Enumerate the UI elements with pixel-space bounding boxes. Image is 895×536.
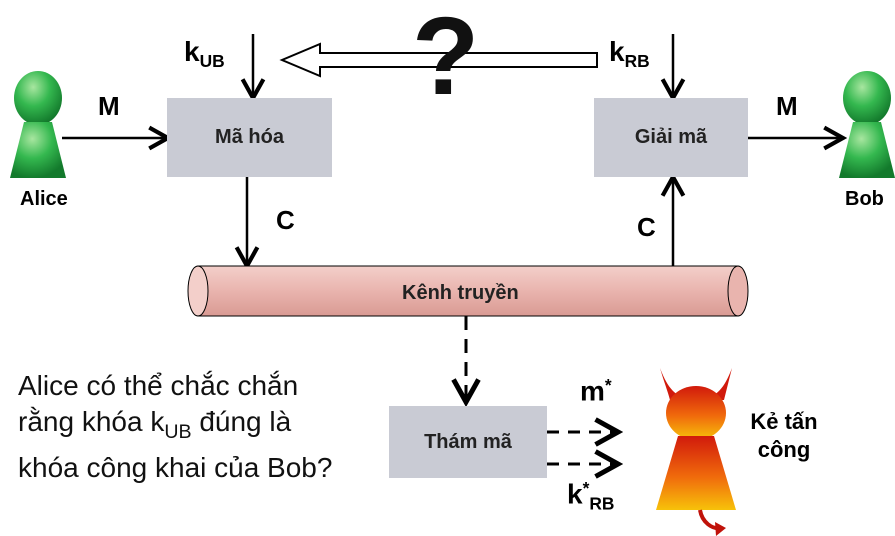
attacker-devil-icon xyxy=(656,368,736,536)
cryptanalysis-box: Thám mã xyxy=(389,406,547,478)
alice-label: Alice xyxy=(20,188,68,210)
encrypt-box: Mã hóa xyxy=(167,98,332,177)
ciphertext-c-left: C xyxy=(276,205,295,235)
channel-label: Kênh truyền xyxy=(402,282,519,304)
question-caption: Alice có thể chắc chắn rằng khóa kUB đún… xyxy=(18,370,333,483)
attacker-label: Kẻ tấn công xyxy=(750,409,818,462)
channel-pipe xyxy=(187,265,749,317)
m-star-label: m* xyxy=(580,375,612,407)
decrypt-box: Giải mã xyxy=(594,98,748,177)
k-star-label: k*RB xyxy=(567,478,615,514)
key-kub-label: kUB xyxy=(184,36,225,72)
message-m-right: M xyxy=(776,91,798,121)
ciphertext-c-right: C xyxy=(637,212,656,242)
key-transfer-hollow-arrow xyxy=(279,42,598,78)
bob-person-icon xyxy=(839,71,895,178)
alice-person-icon xyxy=(10,71,66,178)
bob-label: Bob xyxy=(845,188,884,210)
message-m-left: M xyxy=(98,91,120,121)
key-krb-label: kRB xyxy=(609,36,650,72)
question-mark: ? xyxy=(412,0,480,118)
